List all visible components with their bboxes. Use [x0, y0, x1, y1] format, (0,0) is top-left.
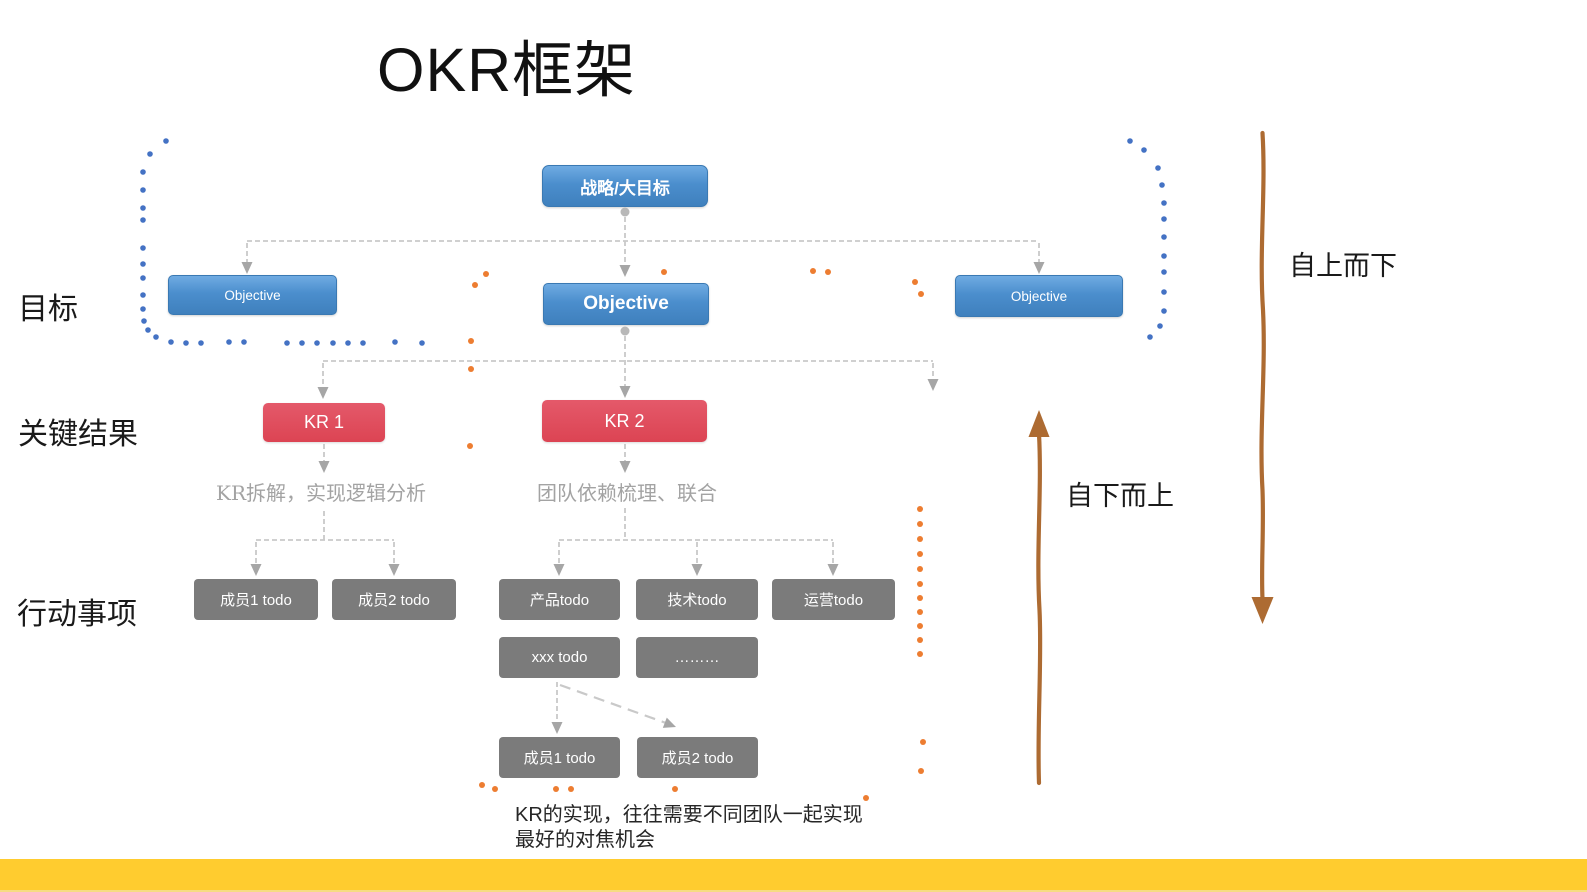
todo-more-box: ……… — [636, 637, 758, 678]
kr1-note: KR拆解，实现逻辑分析 — [216, 481, 426, 505]
todo-ops-box: 运营todo — [772, 579, 895, 620]
footer-bar — [0, 859, 1587, 890]
footnote-line1: KR的实现，往往需要不同团队一起实现 — [515, 804, 863, 826]
row-label-key-results: 关键结果 — [18, 418, 138, 451]
objective-center-box: Objective — [543, 283, 709, 325]
todo-product-box: 产品todo — [499, 579, 620, 620]
todo-member2-box: 成员2 todo — [332, 579, 456, 620]
todo-tech-box: 技术todo — [636, 579, 758, 620]
top-down-label: 自上而下 — [1289, 251, 1397, 281]
kr2-box: KR 2 — [542, 400, 707, 442]
bottom-up-arrow — [1036, 431, 1043, 786]
bottom-up-arrowhead — [1028, 410, 1050, 437]
top-down-arrowhead — [1251, 597, 1274, 624]
strategy-box: 战略/大目标 — [542, 165, 708, 207]
objective-right-box: Objective — [955, 275, 1123, 317]
bottom-up-label: 自下而上 — [1066, 481, 1174, 511]
row-label-objectives: 目标 — [18, 293, 78, 326]
kr2-note: 团队依赖梳理、联合 — [537, 481, 717, 505]
page-title: OKR框架 — [377, 36, 637, 104]
kr1-box: KR 1 — [263, 403, 385, 442]
top-down-arrow — [1259, 130, 1266, 602]
todo-xxx-box: xxx todo — [499, 637, 620, 678]
todo-member1-bottom-box: 成员1 todo — [499, 737, 620, 778]
todo-member2-bottom-box: 成员2 todo — [637, 737, 758, 778]
todo-member1-box: 成员1 todo — [194, 579, 318, 620]
footer-bar-edge — [0, 890, 1587, 892]
row-label-actions: 行动事项 — [17, 598, 137, 631]
objective-left-box: Objective — [168, 275, 337, 315]
footnote-line2: 最好的对焦机会 — [515, 829, 655, 851]
footnote: KR的实现，往往需要不同团队一起实现 最好的对焦机会 — [515, 803, 863, 853]
